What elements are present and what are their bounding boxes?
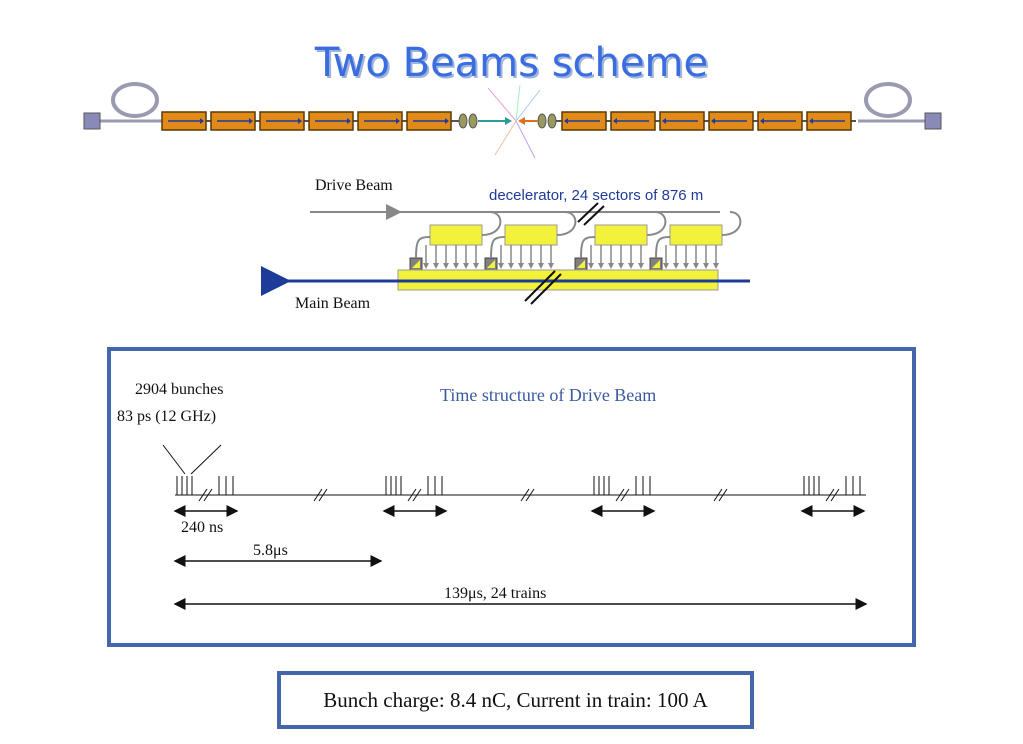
- bunch-train: [173, 476, 239, 517]
- final-focus-right: [518, 113, 557, 129]
- time-structure-title: Time structure of Drive Beam: [440, 385, 656, 405]
- total-label: 139μs, 24 trains: [444, 585, 546, 602]
- summary-text: Bunch charge: 8.4 nC, Current in train: …: [323, 687, 708, 712]
- pets-unit: [649, 211, 742, 271]
- bunch-train: [590, 476, 656, 517]
- main-beam-label: Main Beam: [295, 295, 371, 312]
- pets-unit: [409, 211, 502, 271]
- time-structure-diagram: 2904 bunches 83 ps (12 GHz) Time structu…: [117, 381, 868, 610]
- left-damping-ring: [83, 82, 165, 130]
- right-main-linac: [556, 111, 856, 131]
- spacing-label: 83 ps (12 GHz): [117, 408, 216, 425]
- right-damping-ring: [858, 82, 942, 130]
- axis-break: [520, 488, 535, 502]
- bunch-trains: [173, 476, 866, 517]
- bunch-train: [382, 476, 448, 517]
- train-length-label: 240 ns: [181, 519, 223, 536]
- decelerator-label: decelerator, 24 sectors of 876 m: [489, 187, 703, 204]
- pets-unit: [574, 211, 667, 271]
- time-structure-panel: 2904 bunches 83 ps (12 GHz) Time structu…: [107, 347, 916, 647]
- drive-beam-label: Drive Beam: [315, 177, 393, 194]
- left-main-linac: [161, 111, 462, 131]
- pets-units: [409, 211, 742, 271]
- bunch-train: [800, 476, 866, 517]
- page-title: Two Beams scheme: [314, 40, 709, 86]
- pets-unit: [484, 211, 577, 271]
- axis-break: [313, 488, 328, 502]
- final-focus-left: [458, 113, 512, 129]
- summary-box: Bunch charge: 8.4 nC, Current in train: …: [277, 671, 754, 729]
- interaction-point-sparks: [487, 84, 541, 159]
- train-spacing-label: 5.8μs: [253, 542, 288, 559]
- linac-schematic: [83, 82, 942, 159]
- axis-break: [713, 488, 728, 502]
- two-beam-module-diagram: Drive Beam decelerator, 24 sectors of 87…: [261, 177, 750, 312]
- bunches-label: 2904 bunches: [135, 381, 223, 398]
